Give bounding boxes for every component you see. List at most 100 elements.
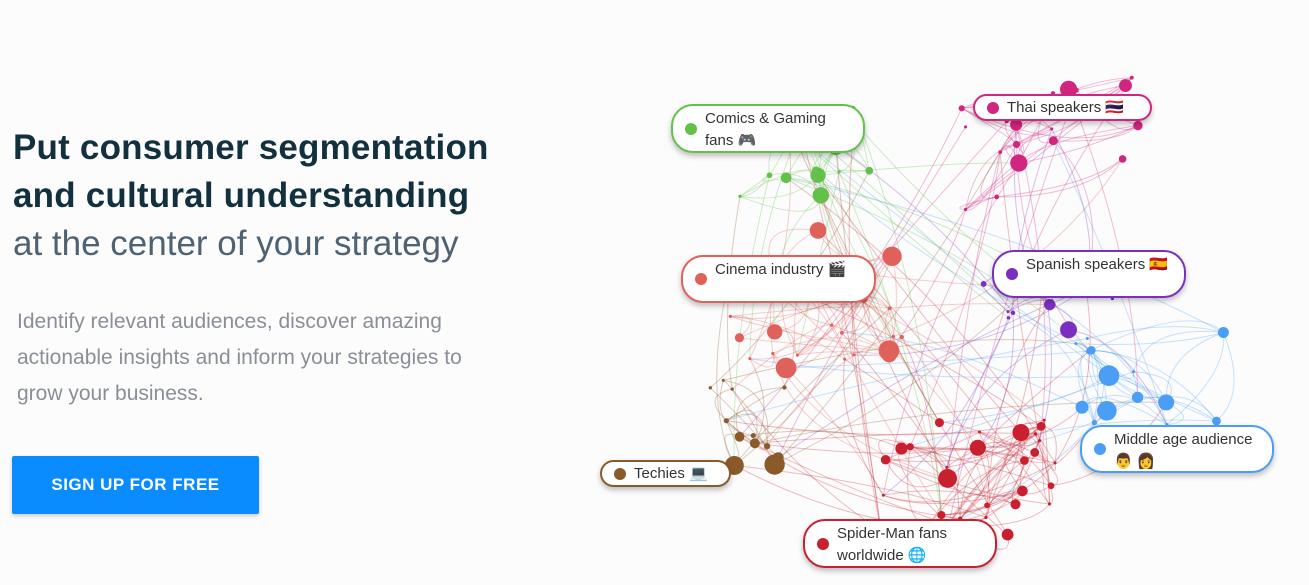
network-node-techies	[750, 433, 756, 439]
network-edge	[1018, 125, 1139, 164]
cluster-label-techies[interactable]: Techies 💻	[600, 460, 731, 487]
network-edge	[733, 307, 890, 466]
network-edge	[1052, 304, 1168, 425]
cluster-label-spanish[interactable]: Spanish speakers 🇪🇸	[992, 250, 1186, 298]
network-node-thai	[1119, 79, 1132, 92]
network-edge	[735, 387, 785, 437]
network-edge	[977, 350, 1090, 449]
network-edge	[1089, 350, 1139, 398]
network-node-cinema	[734, 333, 745, 343]
network-node-thai	[1129, 75, 1134, 80]
network-edge	[885, 431, 980, 461]
network-edge	[799, 127, 882, 530]
network-edge	[965, 144, 1017, 211]
network-node-spiderman	[1033, 432, 1038, 436]
network-edge	[817, 174, 1022, 433]
network-node-cinema	[843, 357, 847, 361]
network-edge	[941, 460, 1025, 516]
network-node-cinema	[728, 314, 732, 318]
network-edge	[948, 433, 1036, 525]
network-node-thai	[1060, 80, 1078, 98]
network-edge	[947, 152, 1001, 479]
network-edge	[796, 120, 1008, 356]
network-edge	[996, 158, 1123, 198]
network-edge	[841, 332, 948, 468]
cluster-label-thai[interactable]: Thai speakers 🇹🇭	[973, 94, 1152, 121]
network-edge	[1089, 350, 1167, 403]
network-node-spiderman	[1047, 482, 1055, 490]
network-edge	[734, 465, 929, 527]
network-node-spanish	[1006, 316, 1011, 320]
network-edge	[1053, 125, 1139, 142]
network-edge	[965, 77, 1133, 210]
network-edge	[766, 336, 894, 447]
network-edge	[1165, 332, 1224, 403]
network-node-middle	[1074, 342, 1078, 346]
network-edge	[885, 459, 1023, 497]
label-text: Middle age audience 👨 👩	[1114, 431, 1253, 470]
network-edge	[730, 315, 890, 352]
network-edge	[1042, 420, 1050, 505]
network-node-spiderman	[1030, 448, 1040, 457]
network-edge	[986, 432, 1022, 506]
network-edge	[774, 126, 966, 465]
network-edge	[1004, 455, 1025, 492]
network-edge	[774, 272, 1043, 465]
label-text: Comics & Gaming fans 🎮	[705, 110, 826, 149]
network-edge	[1133, 330, 1224, 372]
network-edge	[883, 317, 1009, 496]
network-node-middle	[1075, 400, 1089, 414]
network-edge	[947, 312, 1015, 479]
network-node-thai	[1133, 120, 1143, 131]
cluster-label-middle-age[interactable]: Middle age audience 👨 👩	[1080, 425, 1274, 473]
network-edge	[815, 169, 1092, 351]
network-node-cinema	[840, 331, 844, 335]
network-node-spiderman	[1037, 439, 1042, 443]
network-edge	[885, 425, 1042, 462]
network-edge	[726, 413, 768, 447]
network-node-spiderman	[938, 469, 958, 488]
sign-up-button[interactable]: SIGN UP FOR FREE	[12, 456, 259, 514]
network-edge	[980, 151, 1001, 199]
network-node-cinema	[887, 306, 892, 311]
network-edge	[791, 131, 1138, 398]
network-edge	[985, 490, 1023, 518]
network-edge	[985, 273, 1044, 518]
network-edge	[986, 304, 1051, 506]
cluster-label-spiderman[interactable]: Spider-Man fans worldwide 🌐	[803, 519, 997, 568]
network-node-thai	[994, 194, 1000, 200]
network-edge	[863, 298, 892, 315]
network-edge	[1015, 124, 1025, 154]
network-node-cinema	[830, 323, 834, 327]
network-node-techies	[763, 442, 771, 450]
network-node-techies	[708, 386, 713, 390]
network-node-techies	[723, 418, 729, 424]
network-node-middle	[1131, 370, 1136, 374]
network-edge	[725, 420, 961, 520]
network-node-thai	[963, 207, 968, 212]
cluster-dot	[817, 537, 829, 550]
network-edge	[786, 350, 1090, 369]
network-edge	[1020, 426, 1057, 464]
network-edge	[1024, 452, 1047, 463]
network-edge	[883, 462, 1056, 503]
cluster-label-comics[interactable]: Comics & Gaming fans 🎮	[671, 104, 865, 153]
network-edge	[948, 440, 1040, 525]
network-edge	[739, 174, 819, 199]
network-edge	[882, 162, 1020, 496]
network-edge	[817, 162, 1019, 176]
network-edge	[982, 396, 1138, 448]
cluster-dot	[1094, 443, 1106, 455]
network-edge	[727, 196, 741, 390]
network-edge	[841, 298, 870, 334]
hero-heading: Put consumer segmentation and cultural u…	[13, 124, 533, 268]
network-edge	[1216, 332, 1235, 422]
network-edge	[773, 194, 822, 332]
network-node-thai	[1010, 154, 1028, 172]
network-edge	[909, 152, 1001, 447]
network-node-spiderman	[895, 442, 908, 455]
network-edge	[910, 446, 1056, 464]
network-edge	[739, 436, 949, 526]
network-edge	[977, 447, 991, 518]
cluster-label-cinema[interactable]: Cinema industry 🎬	[681, 255, 876, 303]
